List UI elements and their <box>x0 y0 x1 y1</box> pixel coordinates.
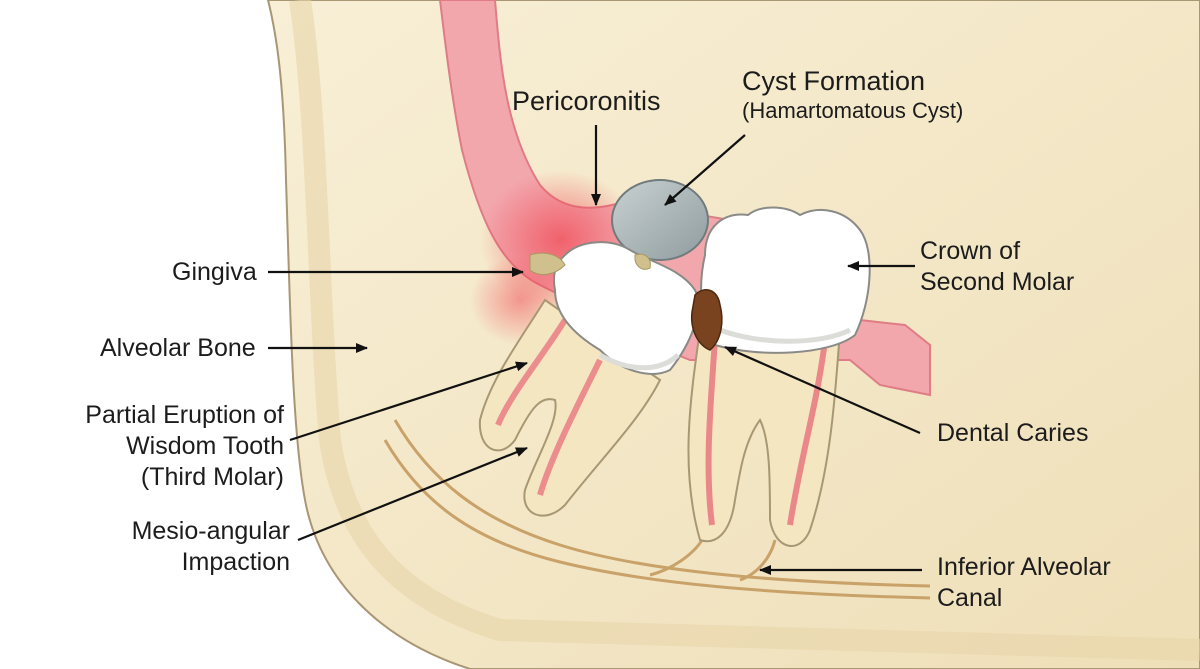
second-molar-roots <box>687 329 842 547</box>
second-molar-crown-shade <box>719 327 852 344</box>
inferior-alveolar-canal <box>383 419 931 600</box>
leader-lines <box>268 125 922 575</box>
label-mesio-angular-impaction: Mesio-angular Impaction <box>131 517 290 576</box>
label-inferior-alveolar-canal: Inferior Alveolar Canal <box>937 553 1111 612</box>
second-molar-pulp <box>705 339 828 526</box>
food-debris <box>529 252 651 276</box>
label-alveolar-bone: Alveolar Bone <box>100 334 256 362</box>
cortical-band <box>289 0 1200 661</box>
cyst <box>611 179 709 261</box>
label-cyst-formation: Cyst Formation (Hamartomatous Cyst) <box>742 66 964 123</box>
label-pericoronitis: Pericoronitis <box>512 86 661 116</box>
label-gingiva: Gingiva <box>172 258 257 286</box>
label-partial-eruption: Partial Eruption of Wisdom Tooth (Third … <box>85 401 284 491</box>
wisdom-tooth-crown <box>553 241 700 375</box>
label-crown-second-molar: Crown of Second Molar <box>920 237 1075 296</box>
label-dental-caries: Dental Caries <box>937 419 1089 447</box>
dental-caries <box>690 289 723 351</box>
wisdom-tooth-pulp <box>495 318 603 496</box>
wisdom-tooth-crown-shade <box>598 352 680 371</box>
